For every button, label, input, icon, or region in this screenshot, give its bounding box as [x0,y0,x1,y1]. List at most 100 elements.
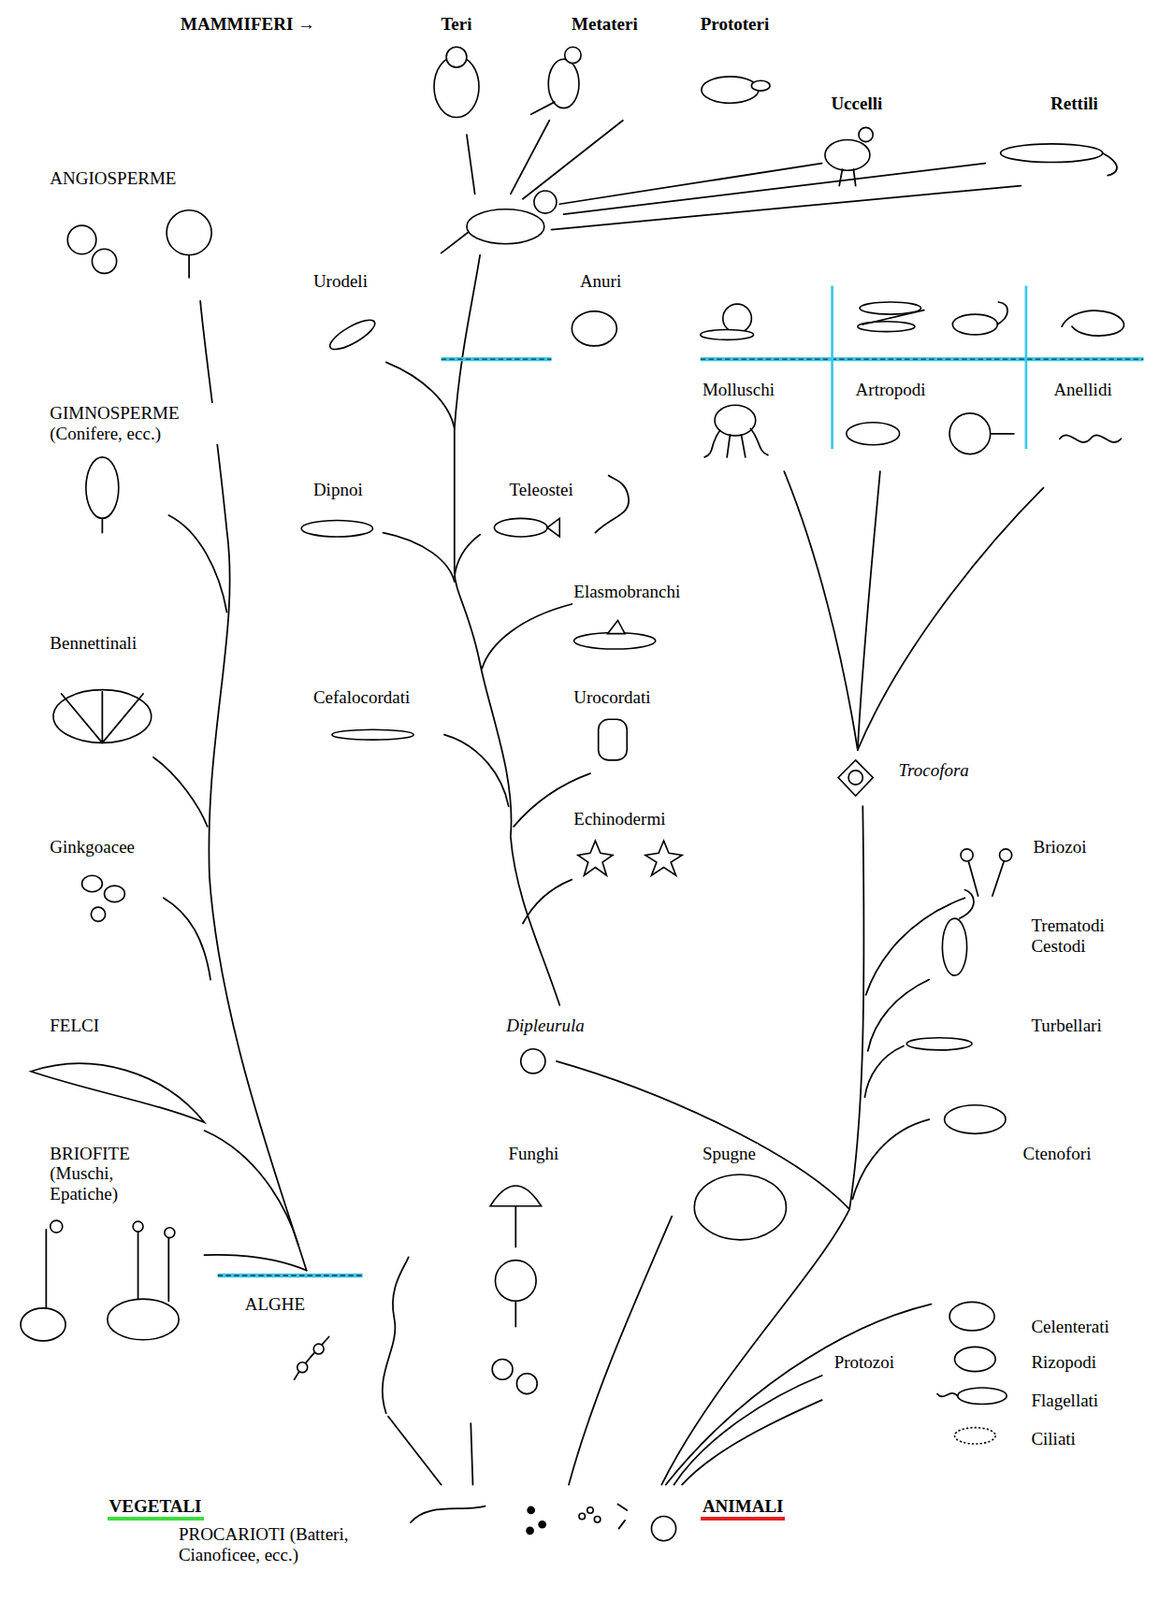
kingdom-label: VEGETALI [107,1496,204,1522]
group-heading: ANGIOSPERME [47,168,178,189]
dragonfly-icon [862,310,924,325]
branch-line [470,1423,473,1485]
lizard-icon [1102,153,1117,176]
eel-icon [594,475,629,533]
branch-line [163,898,211,980]
algae-icon [294,1336,330,1380]
kangaroo-icon [548,58,580,108]
group-heading: MAMMIFERI → [178,14,318,35]
water-lines [217,286,1145,1276]
branch-line [388,1417,442,1486]
dinosaur-icon [441,232,468,254]
branch-line [203,1130,298,1246]
taxon-label: Bennettinali [47,633,139,654]
larva-label: Dipleurula [504,1015,586,1037]
taxon-label: Molluschi [700,379,777,401]
bennettinali-icon [53,690,152,744]
plant-branches [153,301,442,1486]
taxon-label: Dipnoi [311,479,365,501]
branch-line [550,186,1021,231]
ginkgo-icon [82,875,103,892]
taxon-label: Cefalocordati [311,687,412,709]
group-heading: BRIOFITE (Muschi, Epatiche) [47,1144,174,1206]
branch-line [661,806,864,1486]
horseshoe-crab-icon [949,413,991,455]
lizard-icon [1000,144,1103,163]
starfish-icon [645,840,682,876]
rhizopod-icon [955,1347,997,1372]
branch-line [857,488,1044,751]
sponge-icon [694,1174,786,1241]
larva-label: Trocofora [897,760,971,782]
ciliate-icon [955,1428,997,1445]
branch-line [783,471,858,751]
taxon-label: Elasmobranchi [571,581,682,603]
taxon-label: Teleostei [507,479,576,501]
taxon-label: Protozoi [832,1352,897,1374]
tree-icon [188,255,190,278]
taxon-label: Prototeri [698,14,772,35]
rooster-icon [858,127,873,142]
bryozoan-icon [960,849,973,862]
bacteria-icon [537,1521,547,1530]
water-line [700,357,1145,362]
mold-icon [494,1260,537,1303]
teleost-icon [493,518,548,537]
taxon-label: Rizopodi [1028,1352,1099,1374]
frog-icon [571,311,617,347]
mushroom-icon [490,1186,542,1207]
ctenophore-icon [944,1105,1006,1135]
liverwort-icon [132,1221,144,1232]
branch-line [466,134,476,194]
platypus-icon [751,80,770,91]
platypus-icon [701,76,759,103]
branch-line [673,1376,822,1486]
branch-line [522,880,572,925]
bacteria-icon [587,1507,594,1515]
water-line [441,358,552,360]
teleost-icon [547,518,560,537]
branch-line [382,533,454,582]
taxon-label: Ginkgoacee [47,837,137,858]
bacteria-icon [617,1504,627,1529]
taxon-label: Ctenofori [1021,1144,1094,1165]
flower-icon [67,225,97,255]
scorpion-icon [952,314,998,335]
kingdom-label: ANIMALI [700,1496,786,1522]
lungfish-icon [301,521,373,537]
rooster-icon [839,169,855,186]
branch-line [153,757,208,827]
group-heading: PROCARIOTI (Batteri, Cianoficee, ecc.) [176,1524,401,1566]
branch-line [454,255,560,1006]
kangaroo-icon [531,101,555,115]
branch-line [666,1304,932,1486]
trocofora-icon [838,760,873,797]
bryozoan-icon [968,859,1005,897]
bacteria-icon [526,1506,536,1516]
branch-line [444,735,509,807]
snail-icon [723,304,753,334]
ginkgo-icon [104,885,126,902]
conifer-icon [86,457,119,519]
group-heading: FELCI [47,1015,102,1037]
taxon-label: Rettili [1048,93,1101,115]
moss-icon [50,1220,63,1233]
scorpion-icon [997,302,1008,325]
octopus-icon [704,428,768,458]
taxon-label: Turbellari [1028,1015,1103,1037]
branch-line [568,1216,672,1486]
octopus-icon [714,405,756,436]
water-line [217,1274,363,1276]
bacteria-icon [525,1526,535,1536]
bacteria-icon [410,1506,486,1523]
organism-icons [20,46,1125,1542]
animal-branches [470,471,1044,1486]
taxon-label: Ciliati [1028,1429,1078,1450]
liverwort-icon [138,1230,170,1302]
branch-line [203,1255,306,1272]
taxon-label: Echinodermi [571,809,667,830]
flower-icon [91,248,116,274]
lobster-icon [846,422,900,446]
algae-icon [313,1344,324,1355]
bryozoan-icon [999,849,1013,862]
